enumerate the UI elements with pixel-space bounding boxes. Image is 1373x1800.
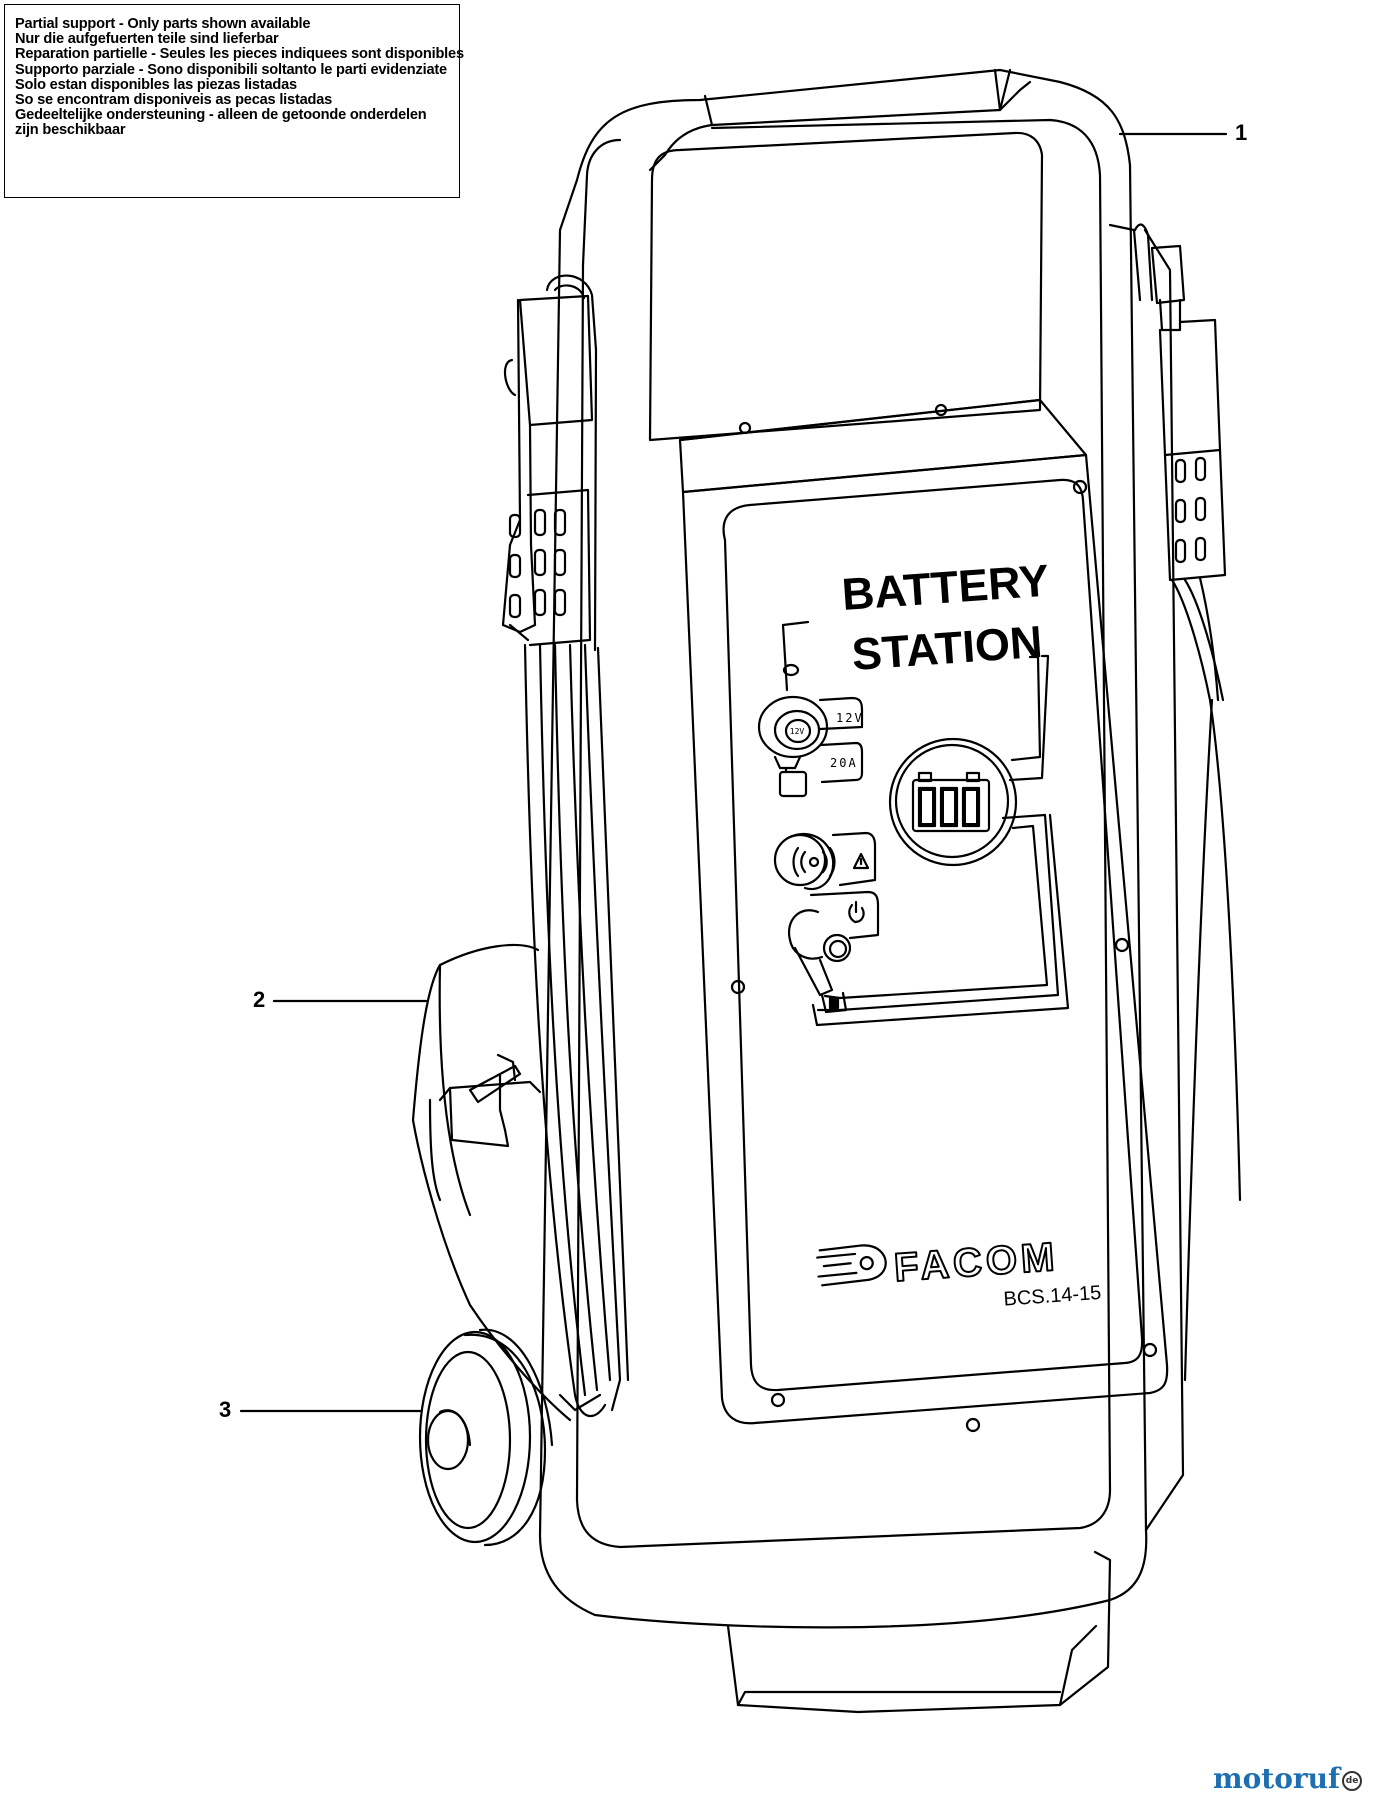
screw — [934, 403, 948, 417]
callout-label-3: 3 — [219, 1397, 232, 1422]
watermark-text: motoruf — [1213, 1762, 1341, 1795]
rear-housing-part-2 — [411, 943, 572, 1422]
screw — [965, 1417, 981, 1433]
tag-current: 20A — [830, 756, 858, 770]
socket-label: 12V — [790, 727, 805, 736]
facom-logo: FACOM BCS.14-15 — [816, 1234, 1102, 1311]
notice-line: Reparation partielle - Seules les pieces… — [15, 46, 464, 63]
notice-line: zijn beschikbaar — [15, 122, 126, 139]
power-switch — [787, 890, 880, 1014]
callout-label-2: 2 — [253, 987, 266, 1012]
notice-line: Nur die aufgefuerten teile sind lieferba… — [15, 31, 279, 48]
screw — [1072, 479, 1088, 495]
callout-label-1: 1 — [1235, 120, 1248, 145]
notice-line: Gedeeltelijke ondersteuning - alleen de … — [15, 107, 427, 124]
notice-line: Supporto parziale - Sono disponibili sol… — [15, 61, 447, 78]
main-frame-part-1 — [538, 68, 1185, 1629]
screw — [738, 421, 752, 435]
notice-line: Partial support - Only parts shown avail… — [15, 16, 311, 32]
model-number: BCS.14-15 — [1003, 1282, 1102, 1311]
screw — [1114, 937, 1130, 953]
alarm-indicator — [773, 831, 877, 891]
base-foot — [726, 1550, 1112, 1714]
screw — [730, 979, 746, 995]
notice-line: Solo estan disponibles las piezas listad… — [15, 76, 297, 93]
screw — [1142, 1342, 1158, 1358]
device-title-line1: BATTERY — [840, 555, 1051, 620]
watermark-mark: de — [1342, 1770, 1363, 1791]
control-panel: 12V 12V 20A — [757, 620, 1070, 1027]
tag-voltage: 12V — [836, 711, 864, 725]
battery-indicator — [888, 654, 1050, 867]
device-title-line2: STATION — [850, 616, 1044, 680]
12v-socket: 12V — [757, 663, 829, 798]
wheel-part-3 — [418, 1328, 554, 1547]
right-clamps-and-cables — [1133, 223, 1242, 1382]
partial-support-notice: Partial support - Only parts shown avail… — [4, 4, 464, 198]
brand-name: FACOM — [893, 1235, 1060, 1290]
left-clamps-and-cables — [501, 274, 630, 1417]
screw — [770, 1392, 786, 1408]
notice-line: So se encontram disponiveis as pecas lis… — [15, 92, 333, 109]
